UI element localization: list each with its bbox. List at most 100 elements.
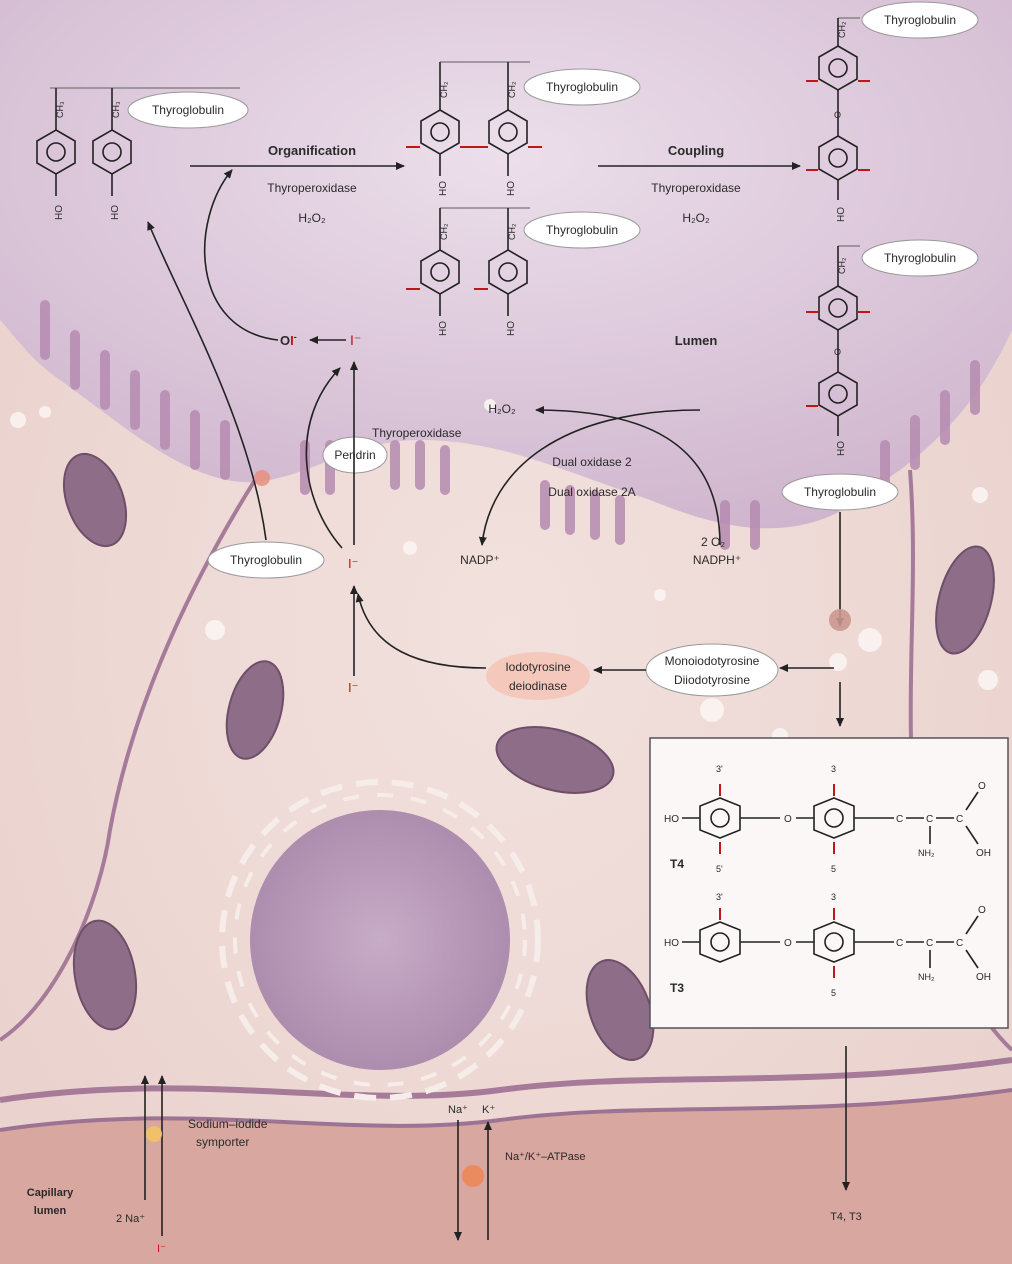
t4-pos-5: 5 [831,864,836,874]
k-ion-label: K⁺ [482,1104,495,1116]
t4-label: T4 [670,857,684,871]
t4-carbon-1: C [896,814,903,825]
t3-nh2-label: NH₂ [918,972,935,982]
nadph-label: NADPH⁺ [693,553,741,567]
thyroglobulin-pill: Thyroglobulin [861,239,979,277]
endocytic-vesicle [829,609,851,631]
capillary-label-line1: Capillary [27,1187,74,1199]
ch2-label: CH₂ [837,257,847,274]
svg-text:Thyroglobulin: Thyroglobulin [230,553,302,567]
thyroperoxidase-label: Thyroperoxidase [651,181,741,195]
ether-oxygen: O [834,110,841,120]
t4-carbon-3: C [956,814,963,825]
ch2-label: CH₂ [837,21,847,38]
thyroglobulin-pill: Thyroglobulin [523,211,641,249]
svg-text:Thyroglobulin: Thyroglobulin [884,251,956,265]
svg-text:Iodotyrosine: Iodotyrosine [505,660,571,674]
t4-t3-structure-box [649,737,1009,1029]
follicle-lumen [0,0,1012,529]
pendrin-iodide-arrow [305,367,343,549]
h2o2-generation-arrow [535,406,721,546]
lumen-iodide-label: I⁻ [350,332,361,348]
na-k-atpase-pump [462,1165,484,1187]
svg-text:Thyroglobulin: Thyroglobulin [804,485,876,499]
t4-carbonyl-oxygen: O [978,781,986,792]
t4-ho-label: HO [664,814,679,825]
nis-label-line2: symporter [196,1135,249,1149]
mitochondria [62,452,995,1061]
coupling-label: Coupling [668,143,724,158]
t4-oh-label: OH [976,848,991,859]
nucleus [219,779,541,1101]
h2o2-label: H₂O₂ [682,211,710,225]
t4-pos-3prime: 3' [716,764,723,774]
na-k-atpase-label: Na⁺/K⁺–ATPase [505,1151,586,1163]
nadp-arrow [478,409,701,546]
thyroglobulin-secretion-arrow [147,221,267,541]
ch2-label: CH₂ [507,81,517,98]
svg-text:deiodinase: deiodinase [509,679,567,693]
nis-transporter [146,1126,162,1142]
ho-label: HO [110,205,121,220]
coupled-thyronine-bottom [806,245,870,436]
apical-vesicle [254,470,270,486]
ho-label: HO [506,321,517,336]
coupled-thyronine-top [806,17,870,200]
thyroglobulin-pill: Thyroglobulin [781,473,899,511]
iodide-recycling-arrow [355,593,487,669]
thyroglobulin-pill: Thyroglobulin [861,1,979,39]
lateral-membrane-left [0,478,257,1042]
oxidized-iodine-to-organification-arrow [203,169,279,341]
tyrosine-pair-iodinated-top [406,61,542,176]
ho-label: HO [438,321,449,336]
dual-oxidase-2a-label: Dual oxidase 2A [548,485,635,499]
t3-carbon-3: C [956,938,963,949]
oxygen-label: 2 O₂ [701,535,725,549]
t3-carbon-1: C [896,938,903,949]
apical-thyroperoxidase-label: Thyroperoxidase [372,426,462,440]
ho-label: HO [54,205,65,220]
thyroglobulin-pill: Thyroglobulin [523,68,641,106]
deiodinase-pill: Iodotyrosine deiodinase [486,652,590,700]
svg-text:Diiodotyrosine: Diiodotyrosine [674,673,750,687]
capillary [0,1090,1012,1264]
t3-structure [682,908,979,978]
ho-label: HO [836,207,847,222]
vesicles [10,399,998,744]
t4-pos-3: 3 [831,764,836,774]
apical-microvilli [40,300,980,550]
svg-text:Thyroglobulin: Thyroglobulin [884,13,956,27]
svg-text:Thyroglobulin: Thyroglobulin [546,223,618,237]
t3-ether-oxygen: O [784,938,792,949]
t4-pos-5prime: 5' [716,864,723,874]
lumen-label: Lumen [675,333,718,348]
thyroglobulin-pill: Thyroglobulin [127,91,249,129]
t3-label: T3 [670,981,684,995]
thyroperoxidase-label: Thyroperoxidase [267,181,357,195]
t3-carbon-2: C [926,938,933,949]
svg-text:Monoiodotyrosine: Monoiodotyrosine [665,654,760,668]
tyrosine-pair-iodinated-bottom [406,207,530,316]
pendrin-pill: Pendrin [322,436,388,474]
basal-iodide-label: I⁻ [348,680,358,695]
blood-iodide-label: I⁻ [157,1243,166,1255]
oxidized-iodine-label: OI- [280,332,297,348]
capillary-wall [0,1088,1012,1132]
two-na-label: 2 Na⁺ [116,1213,145,1225]
basal-membrane [0,1057,1012,1103]
ch3-label: CH₃ [55,101,65,118]
ch2-label: CH₂ [507,223,517,240]
tyrosine-pair-uniodinated [36,87,240,196]
t3-pos-3: 3 [831,892,836,902]
t4-ether-oxygen: O [784,814,792,825]
na-ion-label: Na⁺ [448,1104,468,1116]
t3-pos-5: 5 [831,988,836,998]
h2o2-label: H₂O₂ [298,211,326,225]
svg-text:Thyroglobulin: Thyroglobulin [152,103,224,117]
organification-label: Organification [268,143,356,158]
cytosol-iodide-label: I⁻ [348,556,358,571]
ho-label: HO [836,441,847,456]
ether-oxygen: O [834,347,841,357]
